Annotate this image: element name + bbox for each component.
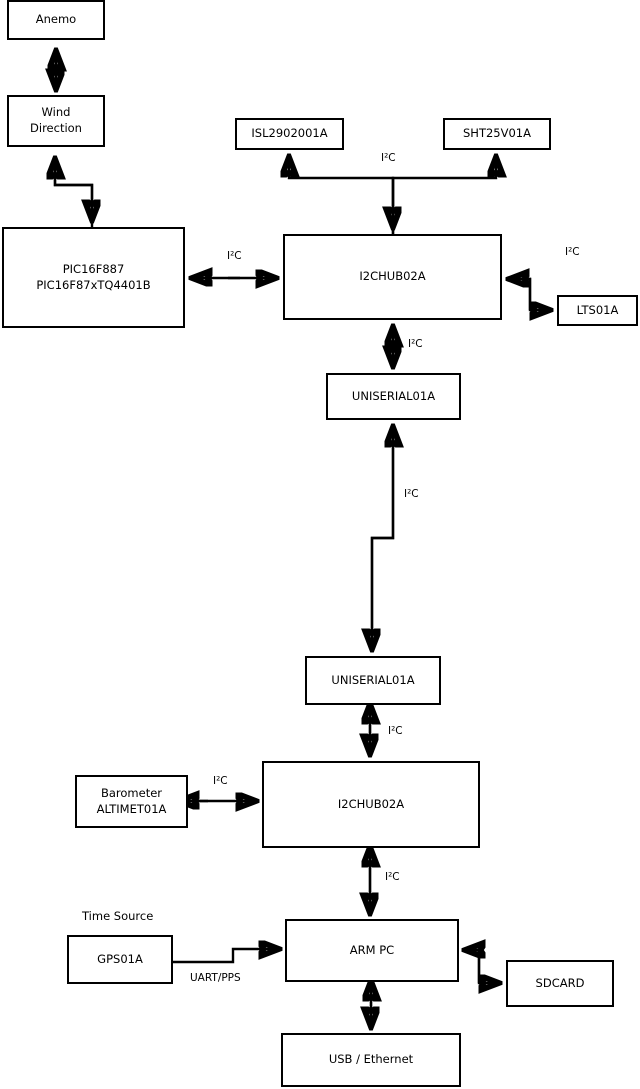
wire-armpc-sdcard (466, 948, 498, 983)
node-sdcard[interactable]: SDCARD (506, 960, 614, 1007)
node-usb-ethernet[interactable]: USB / Ethernet (281, 1033, 461, 1087)
node-sht25v01a-label: SHT25V01A (463, 126, 531, 141)
edge-label-barometer-i2c: I²C (213, 775, 228, 787)
node-uniserial01a-top-label: UNISERIAL01A (351, 388, 436, 403)
node-uniserial01a-bottom-label: UNISERIAL01A (331, 672, 415, 687)
node-arm-pc[interactable]: ARM PC (285, 919, 459, 982)
node-pic-mcu-label: PIC16F887 PIC16F87xTQ4401B (36, 261, 151, 292)
wire-uniserial-up (370, 428, 393, 648)
node-barometer-altimet01a[interactable]: Barometer ALTIMET01A (75, 775, 188, 828)
node-sdcard-label: SDCARD (535, 975, 585, 990)
node-i2chub02a-top-label: I2CHUB02A (359, 269, 426, 284)
node-wind-direction[interactable]: Wind Direction (7, 95, 105, 147)
edge-label-uniserial-hub2-i2c: I²C (388, 725, 403, 737)
node-wind-direction-label: Wind Direction (30, 105, 82, 135)
node-pic-mcu[interactable]: PIC16F887 PIC16F87xTQ4401B (2, 227, 185, 328)
label-time-source: Time Source (82, 909, 154, 923)
wire-hub-lts (510, 277, 549, 310)
edge-label-hub-uniserial-i2c: I²C (408, 338, 423, 350)
wire-hub-sht (391, 158, 496, 234)
wire-gps-armpc (173, 949, 278, 964)
node-gps01a-label: GPS01A (97, 951, 143, 966)
node-i2chub02a-bottom-label: I2CHUB02A (337, 796, 405, 811)
node-anemo-label: Anemo (35, 12, 77, 27)
node-isl2902001a-label: ISL2902001A (251, 126, 328, 141)
node-lts01a-label: LTS01A (576, 302, 619, 317)
node-arm-pc-label: ARM PC (349, 942, 395, 957)
node-lts01a[interactable]: LTS01A (557, 295, 638, 326)
node-gps01a[interactable]: GPS01A (67, 935, 173, 984)
edge-label-sensor-bus-i2c: I²C (381, 152, 396, 164)
edge-label-pic-hub-i2c: I²C (227, 250, 242, 262)
wire-lts-hub (510, 279, 532, 310)
edge-label-uart-pps: UART/PPS (190, 972, 241, 984)
wire-sdcard-armpc (466, 950, 479, 983)
node-i2chub02a-top[interactable]: I2CHUB02A (283, 234, 502, 320)
edge-label-lts-i2c: I²C (565, 246, 580, 258)
edge-label-uniserial-link-i2c: I²C (404, 488, 419, 500)
wire-pic-wind (55, 160, 94, 227)
wire-wind-pic (53, 160, 92, 219)
node-barometer-altimet01a-label: Barometer ALTIMET01A (96, 785, 167, 816)
node-anemo[interactable]: Anemo (7, 0, 105, 40)
node-usb-ethernet-label: USB / Ethernet (328, 1052, 414, 1067)
node-uniserial01a-bottom[interactable]: UNISERIAL01A (305, 656, 441, 705)
wire-hub-isl (289, 158, 395, 234)
edge-label-hub2-armpc-i2c: I²C (385, 871, 400, 883)
node-sht25v01a[interactable]: SHT25V01A (443, 118, 551, 150)
node-isl2902001a[interactable]: ISL2902001A (235, 118, 344, 150)
node-uniserial01a-top[interactable]: UNISERIAL01A (326, 373, 461, 420)
node-i2chub02a-bottom[interactable]: I2CHUB02A (262, 761, 480, 848)
